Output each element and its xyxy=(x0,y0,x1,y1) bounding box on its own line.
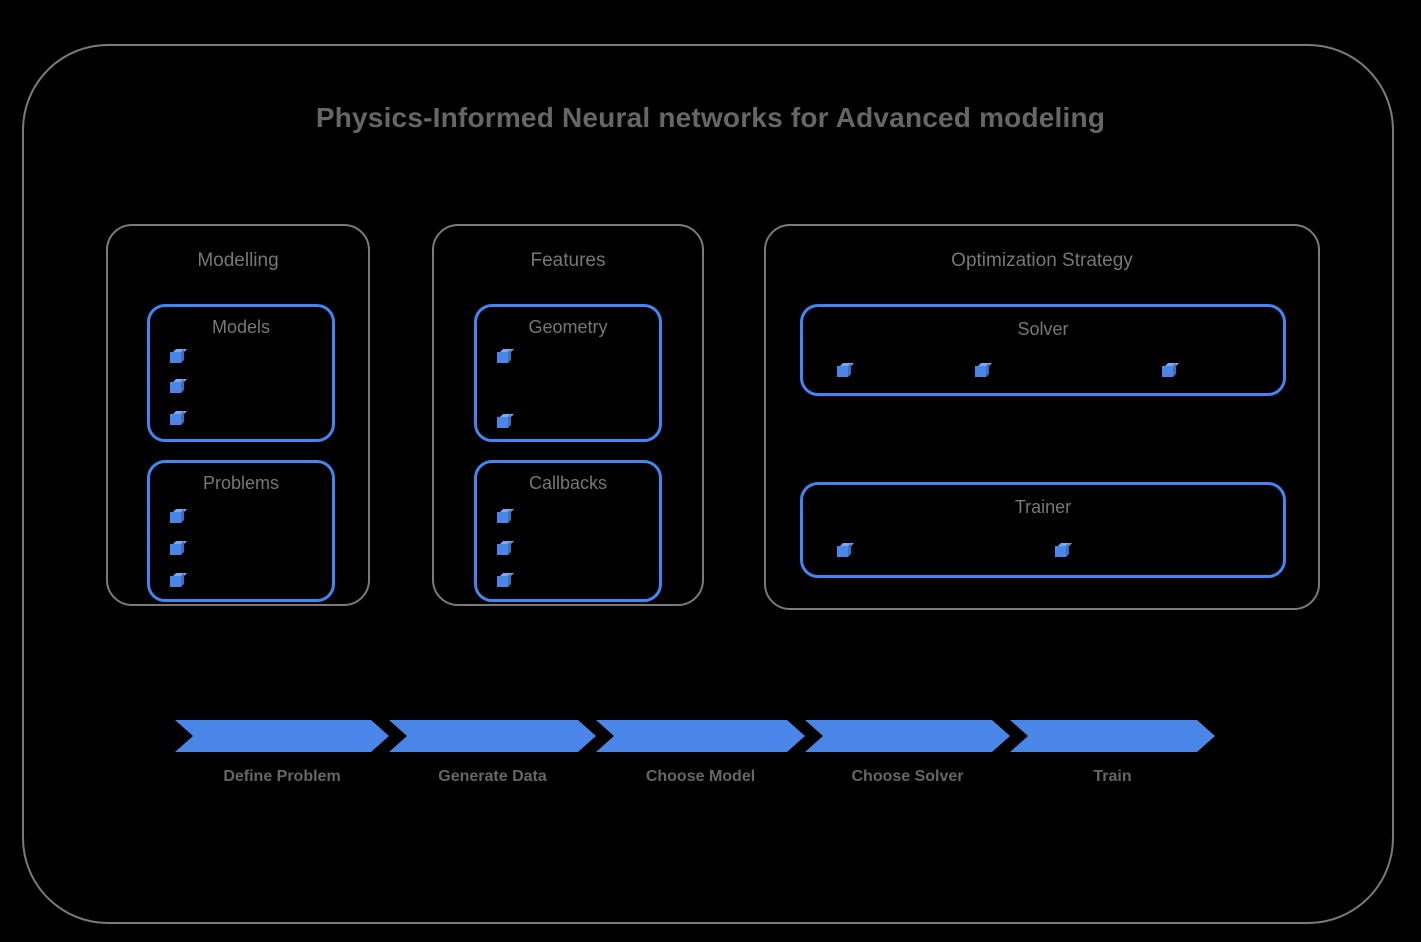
cube-bullet xyxy=(170,573,187,587)
pipeline-step-define-problem[interactable] xyxy=(175,720,389,752)
pipeline-step-train[interactable] xyxy=(1010,720,1215,752)
cube-bullet xyxy=(497,541,514,555)
pipeline-label-define-problem: Define Problem xyxy=(223,768,341,785)
group-title-features: Features xyxy=(530,250,606,271)
pipeline-label-train: Train xyxy=(1093,768,1132,785)
cube-bullet xyxy=(1162,363,1179,377)
cube-bullet xyxy=(170,379,187,393)
pipeline-step-choose-solver[interactable] xyxy=(805,720,1010,752)
blue-box-title-models: Models xyxy=(211,317,271,337)
group-panel-modelling: Modelling Models Problems xyxy=(106,224,370,606)
group-panel-optimization-strategy: Optimization Strategy Solver Trainer xyxy=(764,224,1320,610)
blue-box-solver[interactable]: Solver xyxy=(800,304,1286,396)
cube-bullet xyxy=(497,349,514,363)
page-title: Physics-Informed Neural networks for Adv… xyxy=(315,102,1106,133)
blue-box-trainer[interactable]: Trainer xyxy=(800,482,1286,578)
cube-bullet xyxy=(837,363,854,377)
blue-box-title-trainer: Trainer xyxy=(1014,497,1072,517)
cube-bullet xyxy=(170,541,187,555)
pipeline-flow: Define Problem Generate Data Choose Mode… xyxy=(175,720,1215,805)
group-title-optimization-strategy: Optimization Strategy xyxy=(951,250,1133,271)
group-panel-features: Features Geometry Callbacks xyxy=(432,224,704,606)
pipeline-step-choose-model[interactable] xyxy=(596,720,805,752)
blue-box-title-problems: Problems xyxy=(202,473,280,493)
cube-bullet xyxy=(497,414,514,428)
pipeline-step-generate-data[interactable] xyxy=(389,720,596,752)
cube-bullet xyxy=(975,363,992,377)
cube-bullet xyxy=(497,509,514,523)
outer-frame xyxy=(22,44,1394,924)
cube-bullet xyxy=(170,509,187,523)
blue-box-geometry[interactable]: Geometry xyxy=(474,304,662,442)
blue-box-title-solver: Solver xyxy=(1017,319,1069,339)
pipeline-label-choose-solver: Choose Solver xyxy=(851,768,964,785)
cube-bullet xyxy=(170,411,187,425)
pipeline-label-choose-model: Choose Model xyxy=(645,768,756,785)
cube-bullet xyxy=(497,573,514,587)
blue-box-title-geometry: Geometry xyxy=(528,317,608,337)
group-title-modelling: Modelling xyxy=(197,250,279,271)
cube-bullet xyxy=(170,349,187,363)
blue-box-title-callbacks: Callbacks xyxy=(528,473,608,493)
blue-box-callbacks[interactable]: Callbacks xyxy=(474,460,662,602)
cube-bullet xyxy=(837,543,854,557)
blue-box-problems[interactable]: Problems xyxy=(147,460,335,602)
blue-box-models[interactable]: Models xyxy=(147,304,335,442)
pipeline-label-generate-data: Generate Data xyxy=(438,768,547,785)
cube-bullet xyxy=(1055,543,1072,557)
